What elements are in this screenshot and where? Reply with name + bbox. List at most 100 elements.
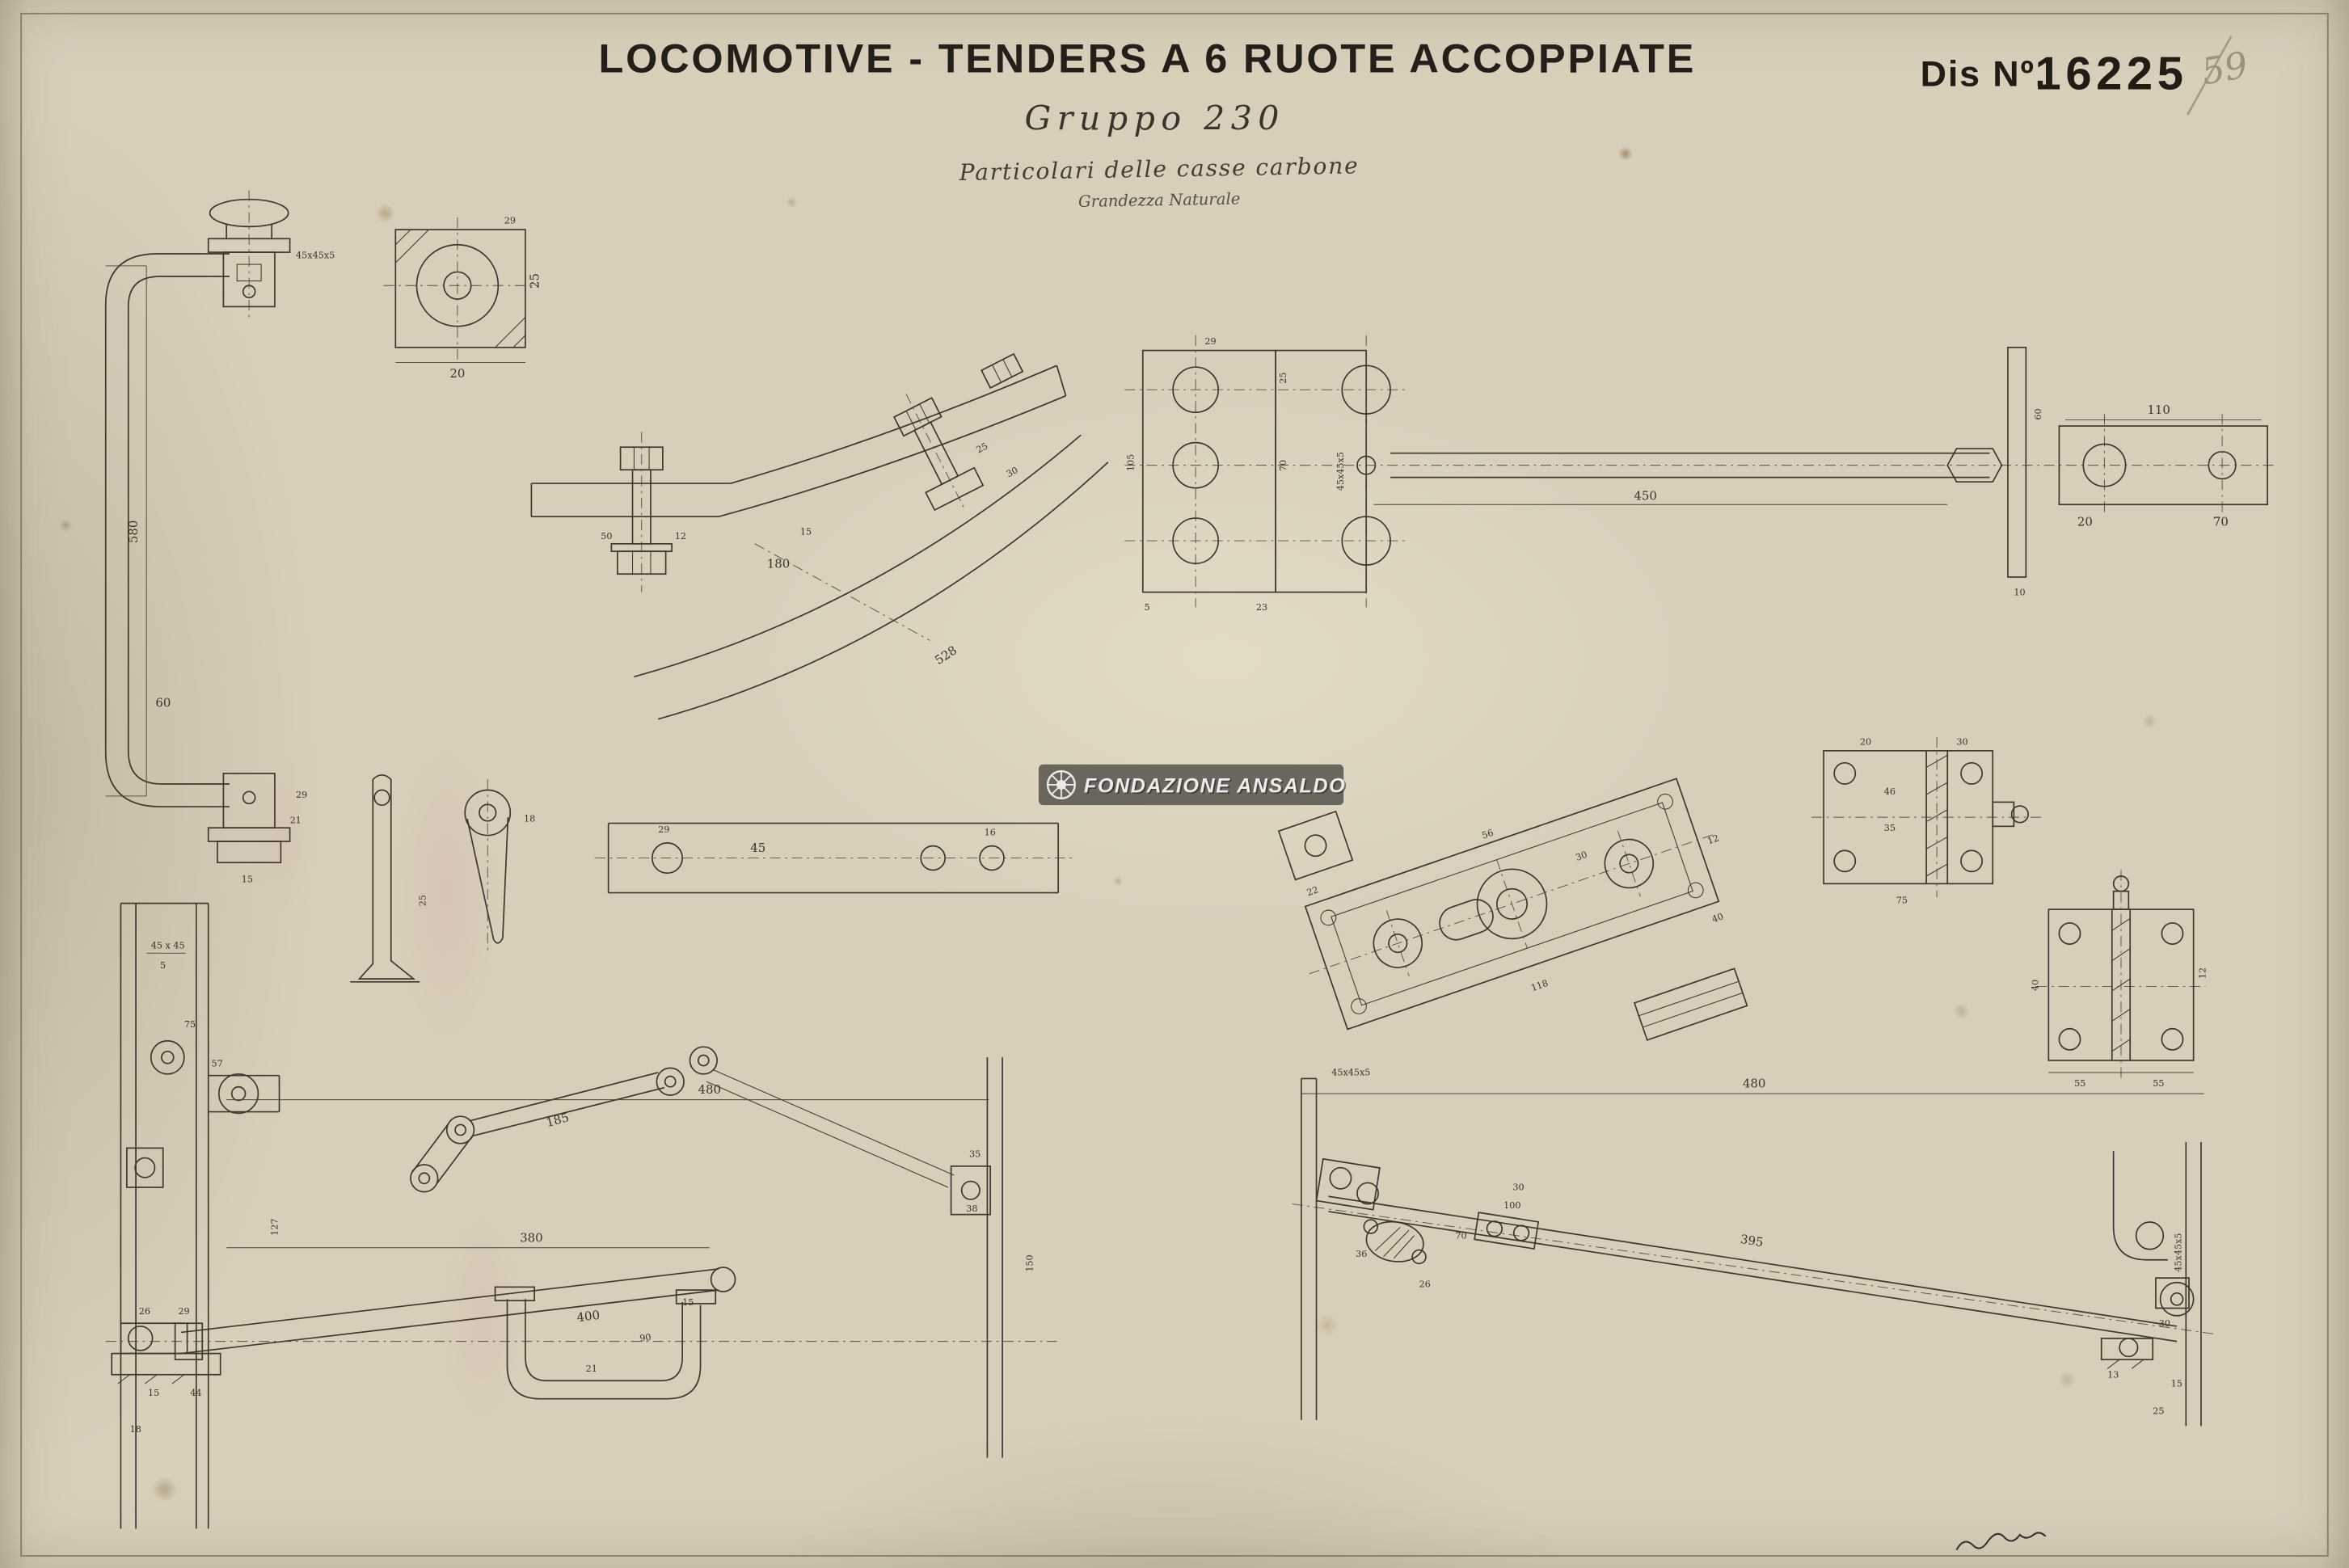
- dim-label: 480: [1743, 1077, 1766, 1091]
- drawing-number-stamp: Dis Nº. 16225 59: [1921, 36, 2251, 116]
- dim-label: 5: [160, 960, 166, 971]
- dim-label: 20: [2077, 514, 2093, 529]
- view-small-links: 25 18 45 16 29: [350, 773, 1075, 983]
- dim-label: 100: [1503, 1200, 1520, 1211]
- dim-label: 18: [130, 1424, 141, 1435]
- dim-label: 55: [2153, 1078, 2164, 1089]
- dim-label: 15: [800, 527, 812, 537]
- dim-label: 45x45x5: [296, 251, 335, 261]
- dim-label: 12: [675, 531, 686, 542]
- dim-label: 395: [1740, 1232, 1765, 1250]
- dim-label: 29: [504, 216, 516, 226]
- dim-label: 29: [658, 824, 669, 835]
- dim-label: 528: [932, 643, 959, 668]
- view-door-stay-assembly: 45x45x5 480 100 70 36 26 30 395: [1292, 1068, 2213, 1427]
- title-block: LOCOMOTIVE - TENDERS A 6 RUOTE ACCOPPIAT…: [599, 36, 1697, 211]
- dim-label: 46: [1884, 786, 1896, 797]
- dim-label: 60: [2033, 408, 2043, 419]
- dim-label: 70: [1455, 1231, 1466, 1241]
- dim-label: 45x45x5: [2174, 1233, 2184, 1271]
- dim-label: 50: [601, 531, 612, 542]
- dim-label: 45x45x5: [1335, 452, 1346, 491]
- dim-label: 90: [639, 1332, 652, 1344]
- dim-label: 180: [767, 557, 791, 571]
- dim-label: 44: [190, 1388, 201, 1398]
- dim-label: 40: [1710, 911, 1725, 925]
- dim-label: 12: [1706, 832, 1720, 846]
- dim-label: 45: [750, 841, 765, 855]
- dim-label: 580: [126, 521, 141, 544]
- dim-label: 75: [1896, 896, 1908, 906]
- view-grab-handle: 580 60 21 29 15 45x45x5: [104, 190, 335, 884]
- dim-label: 105: [1126, 454, 1137, 471]
- watermark-band: [1038, 764, 1344, 806]
- dim-label: 30: [1005, 465, 1020, 479]
- group-subtitle: Gruppo 230: [1025, 99, 1285, 138]
- watermark-text-shadow: FONDAZIONE ANSALDO: [1086, 776, 1347, 799]
- dim-label: 29: [178, 1306, 189, 1317]
- dim-label: 38: [966, 1203, 977, 1214]
- dim-label: 21: [586, 1364, 597, 1374]
- view-corner-section: 20 25 29: [383, 216, 542, 381]
- dim-label: 118: [1530, 978, 1550, 993]
- dim-label: 480: [698, 1082, 722, 1097]
- dim-label: 25: [2153, 1406, 2164, 1416]
- view-hinge-side: 55 55 40 12: [2030, 870, 2208, 1089]
- dim-label: 21: [290, 816, 302, 826]
- view-curved-bracket: 50 12 180 15 528 25 30: [530, 352, 1109, 720]
- dim-label: 60: [155, 696, 171, 710]
- dim-label: 15: [148, 1388, 159, 1398]
- dim-label: 16: [985, 828, 996, 838]
- dim-label: 20: [449, 366, 465, 381]
- dim-label: 185: [545, 1110, 571, 1130]
- page-title: LOCOMOTIVE - TENDERS A 6 RUOTE ACCOPPIAT…: [599, 36, 1697, 82]
- dim-label: 380: [520, 1230, 543, 1245]
- watermark: FONDAZIONE ANSALDO FONDAZIONE ANSALDO: [1038, 764, 1347, 806]
- dim-label: 29: [1204, 336, 1216, 347]
- dim-label: 26: [139, 1306, 150, 1317]
- dim-label: 150: [1024, 1254, 1035, 1271]
- dim-label: 12: [2198, 967, 2208, 979]
- dim-label: 5: [1145, 602, 1150, 613]
- dim-label: 35: [969, 1149, 981, 1160]
- dim-label: 26: [1419, 1279, 1431, 1289]
- dim-label: 15: [242, 874, 253, 884]
- dis-number: 16225: [2035, 48, 2188, 99]
- view-latch-plate: 56 30 22 40 12 118: [1304, 778, 1725, 1031]
- dim-label: 36: [1356, 1249, 1367, 1259]
- dim-label: 29: [296, 790, 307, 800]
- dim-label: 18: [524, 814, 535, 824]
- view-plate-and-rod: 450 45x45x5 25 70 105 5 23 29 110 70 20 …: [1124, 335, 2277, 613]
- pencil-note: 59: [2198, 43, 2250, 93]
- dim-label: 400: [576, 1308, 601, 1325]
- dim-label: 56: [1481, 828, 1495, 841]
- detail-subtitle: Particolari delle casse carbone: [958, 152, 1359, 186]
- dim-label: 35: [1884, 823, 1896, 833]
- dim-label: 450: [1634, 489, 1657, 504]
- dim-label: 55: [2074, 1078, 2085, 1089]
- dim-label: 70: [1278, 460, 1288, 471]
- view-latch-guide: [1277, 810, 1354, 881]
- dim-label: 15: [682, 1297, 694, 1308]
- dim-label: 110: [2147, 403, 2170, 417]
- dim-label: 30: [1512, 1182, 1524, 1193]
- gear-icon: [1046, 769, 1076, 799]
- dim-label: 23: [1256, 602, 1267, 613]
- dim-label: 30: [1575, 849, 1589, 863]
- view-hinge-top: 20 30 46 35 75: [1811, 736, 2042, 906]
- dim-label: 20: [1860, 736, 1871, 747]
- dim-label: 25: [418, 895, 428, 906]
- dim-label: 57: [211, 1058, 222, 1069]
- border-frame: [20, 12, 2329, 1557]
- dim-label: 25: [1278, 372, 1288, 383]
- pencil-slash: [2187, 36, 2233, 116]
- dim-label: 70: [2213, 514, 2229, 529]
- dis-label: Dis Nº.: [1921, 53, 2047, 95]
- dim-label: 25: [975, 440, 990, 455]
- dim-label: 15: [2171, 1379, 2182, 1389]
- view-door-lever-assembly: 45 x 45 5 75 57 127 26 29 15 44 18 380 4…: [105, 902, 1057, 1529]
- dim-label: 45x45x5: [1331, 1068, 1370, 1078]
- dim-label: 75: [184, 1019, 196, 1030]
- dim-label: 127: [270, 1218, 280, 1235]
